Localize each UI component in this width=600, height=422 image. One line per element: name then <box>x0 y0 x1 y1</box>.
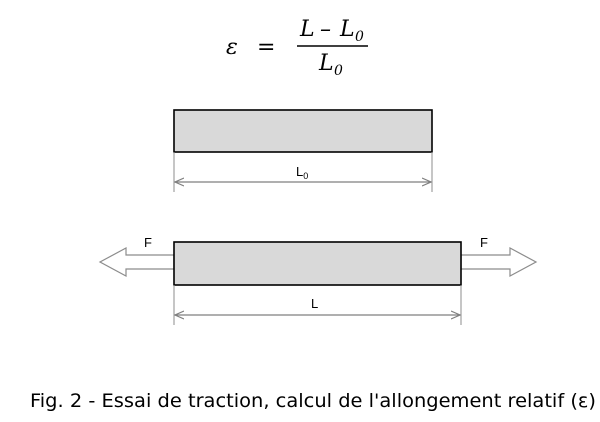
stretched-specimen: F F L <box>98 235 538 325</box>
formula-numerator-sub: 0 <box>355 29 364 45</box>
initial-length-label: L0 <box>296 164 308 181</box>
formula-epsilon: ε <box>226 35 238 60</box>
left-force-arrow-icon <box>98 246 175 278</box>
formula-numerator-L0: L <box>339 17 355 42</box>
force-label-left: F <box>144 235 152 250</box>
stretched-length-label: L <box>311 296 318 311</box>
formula-equals: = <box>257 35 275 60</box>
stretched-bar <box>173 241 462 286</box>
formula-denominator-sub: 0 <box>334 63 343 79</box>
formula-numerator-L: L <box>299 17 315 42</box>
force-label-right: F <box>480 235 488 250</box>
initial-specimen: L0 <box>173 109 433 192</box>
formula-denominator-L: L <box>318 51 334 76</box>
right-force-arrow-icon <box>460 246 538 278</box>
initial-bar <box>173 109 433 153</box>
strain-formula: ε = L – L 0 L 0 <box>226 17 368 79</box>
formula-minus: – <box>320 17 331 42</box>
figure-caption: Fig. 2 - Essai de traction, calcul de l'… <box>30 390 596 412</box>
